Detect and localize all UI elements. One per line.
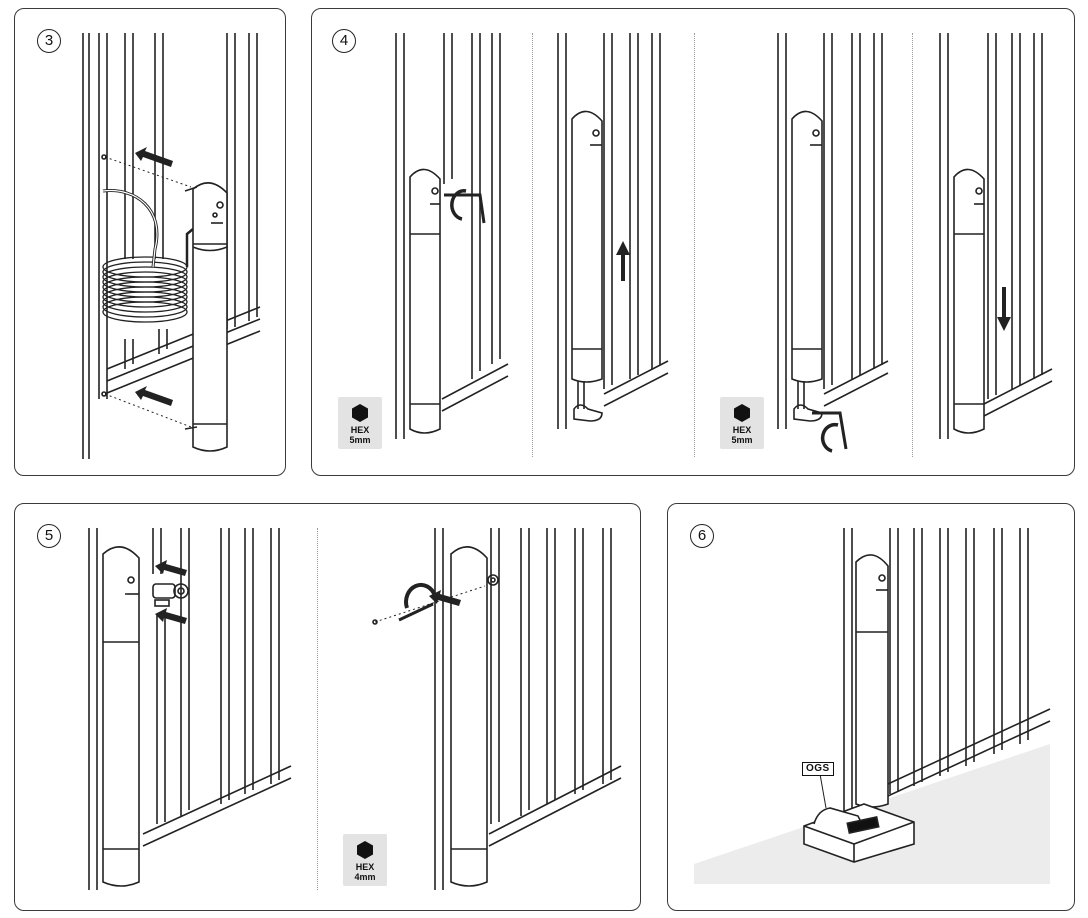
fence-section-a: [395, 33, 509, 439]
hex-key-badge: HEX 5mm: [720, 397, 764, 449]
step-number-6: 6: [690, 524, 714, 548]
divider: [317, 528, 318, 890]
hex-label: HEX: [355, 862, 375, 872]
step-number-3: 3: [37, 29, 61, 53]
hex-key-badge: HEX 5mm: [338, 397, 382, 449]
coiled-cable-icon: [102, 189, 194, 323]
hex-label: HEX: [732, 425, 752, 435]
hex-key-icon: [734, 404, 750, 422]
arrow-down-icon: [997, 287, 1011, 331]
panel-step-4: 4: [311, 8, 1075, 476]
hex-key-icon: [357, 841, 373, 859]
divider: [912, 33, 913, 457]
step-5-illustration: [88, 528, 622, 890]
step-6-illustration: [694, 528, 1051, 884]
hinge-post-icon: [855, 554, 889, 808]
hex-size: 4mm: [354, 872, 376, 882]
hex-key-badge: HEX 4mm: [343, 834, 387, 886]
divider: [532, 33, 533, 457]
fence-section-d: [939, 33, 1053, 439]
step-number-5: 5: [37, 524, 61, 548]
hex-key-icon: [352, 404, 368, 422]
ogs-label: OGS: [802, 762, 834, 776]
divider: [694, 33, 695, 457]
rotate-icon: [450, 189, 467, 221]
lock-cylinder-icon: [152, 583, 189, 607]
ground-stop-icon: [803, 803, 915, 863]
rotate-icon: [404, 582, 437, 609]
arrow-left-icon: [155, 560, 461, 624]
fence-bars: [82, 33, 258, 459]
panel-step-3: 3: [14, 8, 286, 476]
hinge-post-icon: [184, 182, 228, 452]
hex-size: 5mm: [731, 435, 753, 445]
fence-section: [843, 528, 1051, 824]
fence-section-left: [88, 528, 292, 890]
fence-section-right: [372, 528, 622, 890]
step-3-illustration: [82, 33, 261, 459]
hex-label: HEX: [350, 425, 370, 435]
hex-size: 5mm: [349, 435, 371, 445]
panel-step-5: 5: [14, 503, 641, 911]
arrow-left-icon: [135, 147, 173, 406]
arrow-up-icon: [616, 241, 630, 281]
fence-section-c: [777, 33, 889, 450]
rotate-icon: [820, 422, 839, 453]
step-4-illustration: [395, 33, 1053, 453]
step-number-4: 4: [332, 29, 356, 53]
panel-step-6: 6: [667, 503, 1075, 911]
fence-section-b: [557, 33, 669, 429]
